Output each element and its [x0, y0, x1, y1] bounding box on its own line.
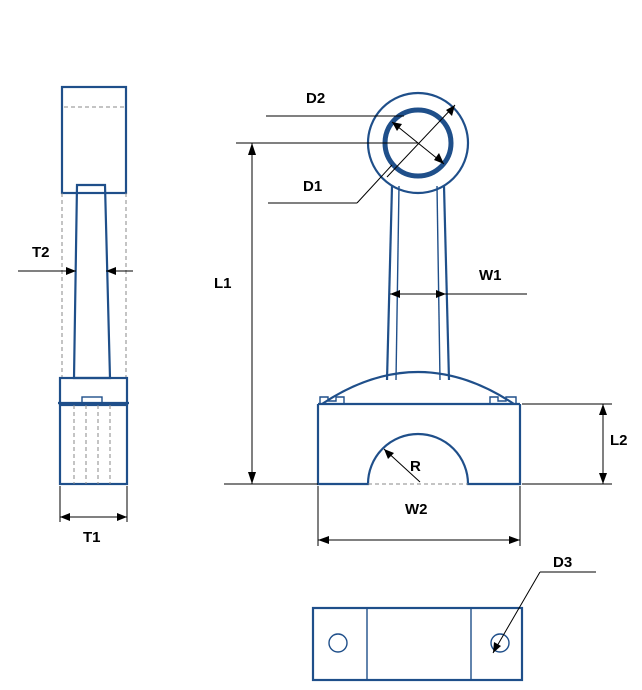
l1-arrow-bottom — [248, 472, 256, 484]
d3-arrow — [493, 642, 501, 653]
w1-arrow-right — [436, 290, 446, 298]
label-t1: T1 — [83, 529, 101, 546]
cap-bottom-outline — [311, 606, 524, 682]
l1-arrow-top — [248, 143, 256, 155]
shank-right-inner — [436, 185, 441, 381]
w2-arrow-right — [509, 536, 520, 544]
label-t2: T2 — [32, 244, 50, 261]
shank-left-outer — [385, 185, 394, 381]
label-d2: D2 — [306, 90, 325, 107]
shank-left-inner — [395, 185, 400, 381]
t2-arrow-left — [66, 267, 76, 275]
big-end-cap — [316, 404, 522, 486]
l2-arrow-bottom — [599, 473, 607, 484]
side-small-end — [60, 85, 128, 195]
d2-arrow-end — [446, 105, 455, 116]
big-end-arch — [321, 371, 515, 405]
side-big-end-cap — [58, 403, 129, 486]
shank-right-outer — [442, 185, 451, 381]
front-view: D2 D1 W1 R L1 — [214, 90, 628, 546]
label-d1: D1 — [303, 178, 322, 195]
label-l1: L1 — [214, 275, 232, 292]
label-l2: L2 — [610, 432, 628, 449]
label-w1: W1 — [479, 267, 502, 284]
t1-arrow-left — [60, 513, 70, 521]
side-shank — [72, 183, 112, 380]
label-r: R — [410, 458, 421, 475]
t1-arrow-right — [117, 513, 127, 521]
t2-arrow-right — [106, 267, 116, 275]
bolt-boss-left — [319, 396, 345, 404]
w1-arrow-left — [390, 290, 400, 298]
d2-diameter-line — [386, 104, 456, 178]
l2-arrow-top — [599, 404, 607, 415]
bolt-hole-right — [490, 633, 510, 653]
d3-leader-diag — [492, 571, 541, 654]
bolt-boss-right — [489, 396, 517, 404]
side-big-end-upper — [58, 376, 129, 406]
bottom-view: D3 — [311, 554, 596, 682]
r-arrow — [384, 449, 394, 459]
d1-arrow-end — [434, 153, 444, 164]
side-view: T2 T1 — [18, 85, 133, 546]
bolt-hole-left — [328, 633, 348, 653]
d1-arrow-start — [392, 122, 402, 131]
label-d3: D3 — [553, 554, 572, 571]
w2-arrow-left — [318, 536, 329, 544]
d1-leader-diag — [356, 164, 393, 204]
label-w2: W2 — [405, 501, 428, 518]
